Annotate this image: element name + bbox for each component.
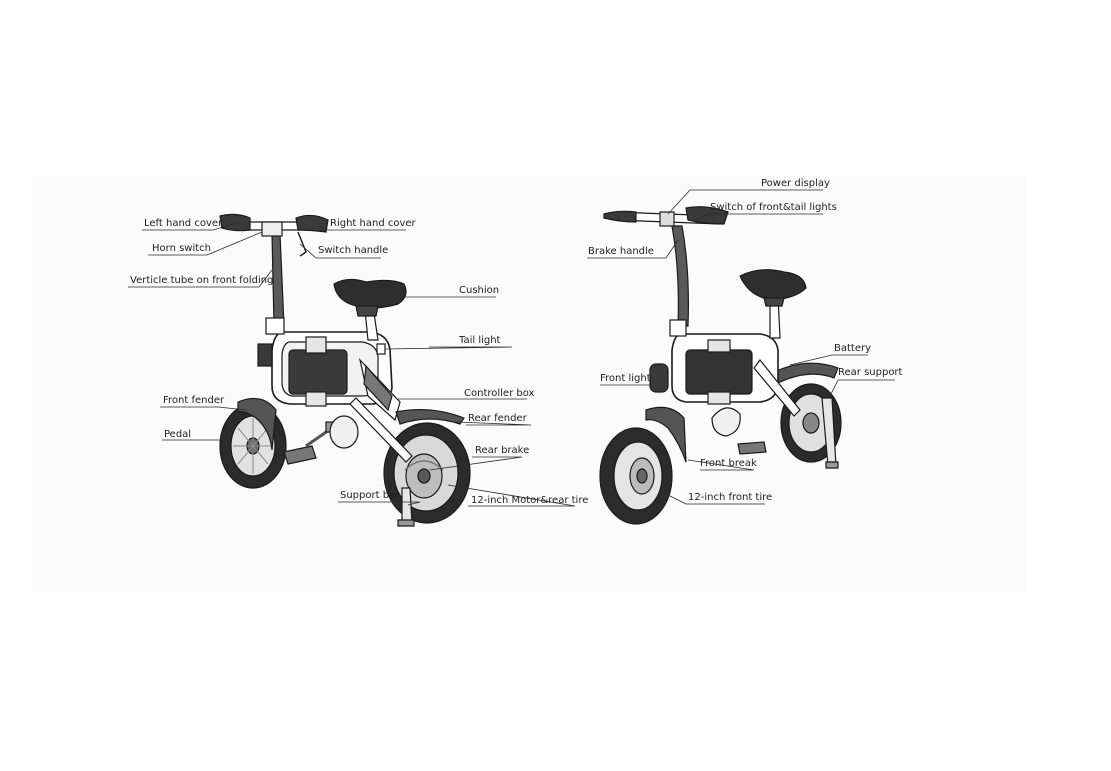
label-rear-support: Rear support — [838, 367, 903, 378]
label-brake-handle: Brake handle — [588, 246, 654, 257]
label-rear-fender: Rear fender — [468, 413, 527, 424]
front-brake-disc — [711, 407, 741, 437]
label-light-switch: Switch of front&tail lights — [710, 202, 837, 213]
label-front-light: Front light — [600, 373, 651, 384]
seat-right — [739, 269, 807, 301]
battery-pack — [685, 349, 753, 395]
right-grip — [295, 214, 329, 233]
label-controller-box: Controller box — [464, 388, 535, 399]
support-bar — [401, 487, 413, 525]
right-scooter — [599, 206, 842, 525]
label-right-hand-cover: Right hand cover — [330, 218, 416, 229]
front-fender — [237, 397, 277, 451]
controller-box — [288, 349, 348, 395]
label-left-hand-cover: Left hand cover — [144, 218, 223, 229]
label-front-fender: Front fender — [163, 395, 225, 406]
stem — [271, 233, 285, 327]
label-verticle-tube: Verticle tube on front folding — [130, 275, 274, 286]
stem-right — [671, 225, 689, 327]
label-tail-light: Tail light — [459, 335, 501, 346]
label-support-bar: Support bar — [340, 490, 400, 501]
label-power-display: Power display — [761, 178, 830, 189]
leader-lines — [128, 189, 895, 507]
front-wheel-right — [599, 427, 673, 525]
label-front-tire: 12-inch front tire — [688, 492, 773, 503]
label-battery: Battery — [834, 343, 872, 354]
left-grip — [219, 213, 251, 232]
seat — [333, 278, 407, 309]
label-cushion: Cushion — [459, 285, 500, 296]
front-light — [649, 363, 669, 393]
label-front-break: Front break — [700, 458, 757, 469]
diagram-background — [32, 176, 1027, 592]
label-motor-rear-tire: 12-inch Motor&rear tire — [471, 495, 589, 506]
label-horn-switch: Horn switch — [152, 243, 212, 254]
rear-fender — [395, 408, 465, 425]
label-switch-handle: Switch handle — [318, 245, 389, 256]
left-scooter — [219, 213, 471, 527]
pedal-right — [283, 445, 317, 465]
label-rear-brake: Rear brake — [475, 445, 530, 456]
label-pedal: Pedal — [164, 429, 192, 440]
rear-wheel — [383, 422, 471, 524]
left-grip-right — [603, 210, 637, 223]
tail-light — [376, 343, 386, 355]
